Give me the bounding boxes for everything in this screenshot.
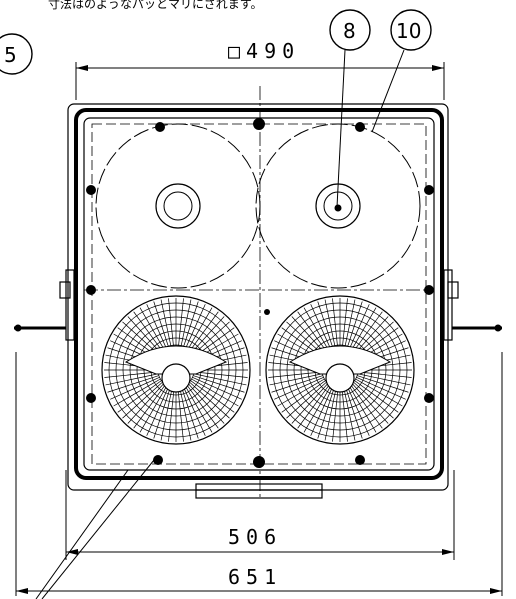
header-note: 寸法はのようなパッとマリにされます。 — [48, 0, 263, 11]
bottom-bracket — [195, 483, 323, 499]
balloon-5-label: 5 — [4, 43, 17, 67]
fan-grille-left — [101, 295, 251, 445]
balloon-10: 10 — [371, 9, 432, 133]
balloon-10-label: 10 — [396, 19, 421, 43]
mounting-bolts — [86, 118, 434, 468]
balloon-8-label: 8 — [343, 19, 356, 43]
lamp-upper-left — [95, 123, 261, 289]
dimension-506: 506 — [65, 470, 455, 560]
dimension-top: □490 — [75, 39, 445, 100]
dimension-651-label: 651 — [228, 565, 282, 589]
balloon-8: 8 — [329, 9, 371, 208]
lamp-upper-right — [255, 123, 421, 289]
dimension-506-label: 506 — [228, 525, 282, 549]
left-handle — [14, 269, 75, 341]
right-handle — [443, 269, 502, 341]
balloon-5: 5 — [0, 33, 33, 75]
fan-grille-right — [265, 295, 415, 445]
dimension-651: 651 — [15, 352, 503, 596]
dimension-top-label: □490 — [228, 39, 300, 63]
housing — [67, 86, 449, 500]
